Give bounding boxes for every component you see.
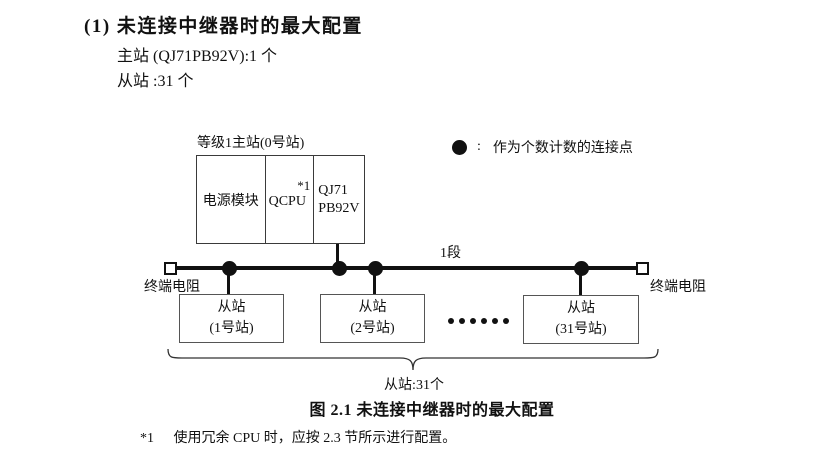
figure-caption: 图 2.1 未连接中继器时的最大配置 (309, 402, 555, 419)
slave-station-number: (31号站) (555, 321, 607, 337)
slave-name: 从站 (358, 300, 387, 316)
network-module-cell: QJ71 PB92V (314, 156, 364, 243)
network-module-line1: QJ71 (318, 183, 348, 198)
legend: : 作为个数计数的连接点 (452, 137, 633, 157)
slave-station-number: (1号站) (209, 320, 254, 336)
slave-station-box-31: 从站 (31号站) (523, 295, 639, 344)
slaves-total-label: 从站:31个 (384, 378, 444, 393)
slave-name: 从站 (217, 300, 246, 316)
ellipsis-dots-icon (448, 318, 509, 324)
master-station-box: 电源模块 *1 QCPU QJ71 PB92V (196, 155, 365, 244)
master-count-line: 主站 (QJ71PB92V):1 个 (117, 48, 278, 65)
slave2-drop-line (373, 268, 376, 295)
slave-station-box-1: 从站 (1号站) (179, 294, 284, 343)
terminator-label-right: 终端电阻 (650, 280, 706, 295)
slave31-drop-line (579, 268, 582, 296)
slaves-brace (167, 348, 659, 371)
footnote: *1 使用冗余 CPU 时，应按 2.3 节所示进行配置。 (140, 427, 456, 447)
master-drop-line (336, 244, 339, 268)
terminator-square-right (636, 262, 649, 275)
footnote-text: 使用冗余 CPU 时，应按 2.3 节所示进行配置。 (173, 431, 457, 446)
power-module-cell: 电源模块 (197, 156, 266, 243)
section-title: (1) 未连接中继器时的最大配置 (84, 16, 363, 37)
legend-colon: : (477, 139, 481, 154)
connection-point-dot (332, 261, 347, 276)
master-station-label: 等级1主站(0号站) (197, 136, 305, 151)
slave-station-number: (2号站) (350, 320, 395, 336)
slave-count-line: 从站 :31 个 (117, 73, 194, 90)
footnote-marker: *1 (140, 431, 154, 446)
legend-text: 作为个数计数的连接点 (492, 141, 633, 156)
bus-segment-line (177, 266, 636, 270)
slave-name: 从站 (567, 301, 595, 317)
segment-label: 1段 (440, 246, 461, 261)
terminator-label-left: 终端电阻 (144, 280, 200, 295)
slave1-drop-line (227, 268, 230, 295)
cpu-footnote-ref: *1 (297, 178, 311, 193)
cpu-module-cell: *1 QCPU (266, 156, 315, 243)
connection-point-icon (452, 139, 467, 155)
cpu-module-label: QCPU (268, 194, 306, 209)
terminator-square-left (164, 262, 177, 275)
slave-station-box-2: 从站 (2号站) (320, 294, 425, 343)
network-module-line2: PB92V (318, 200, 360, 216)
